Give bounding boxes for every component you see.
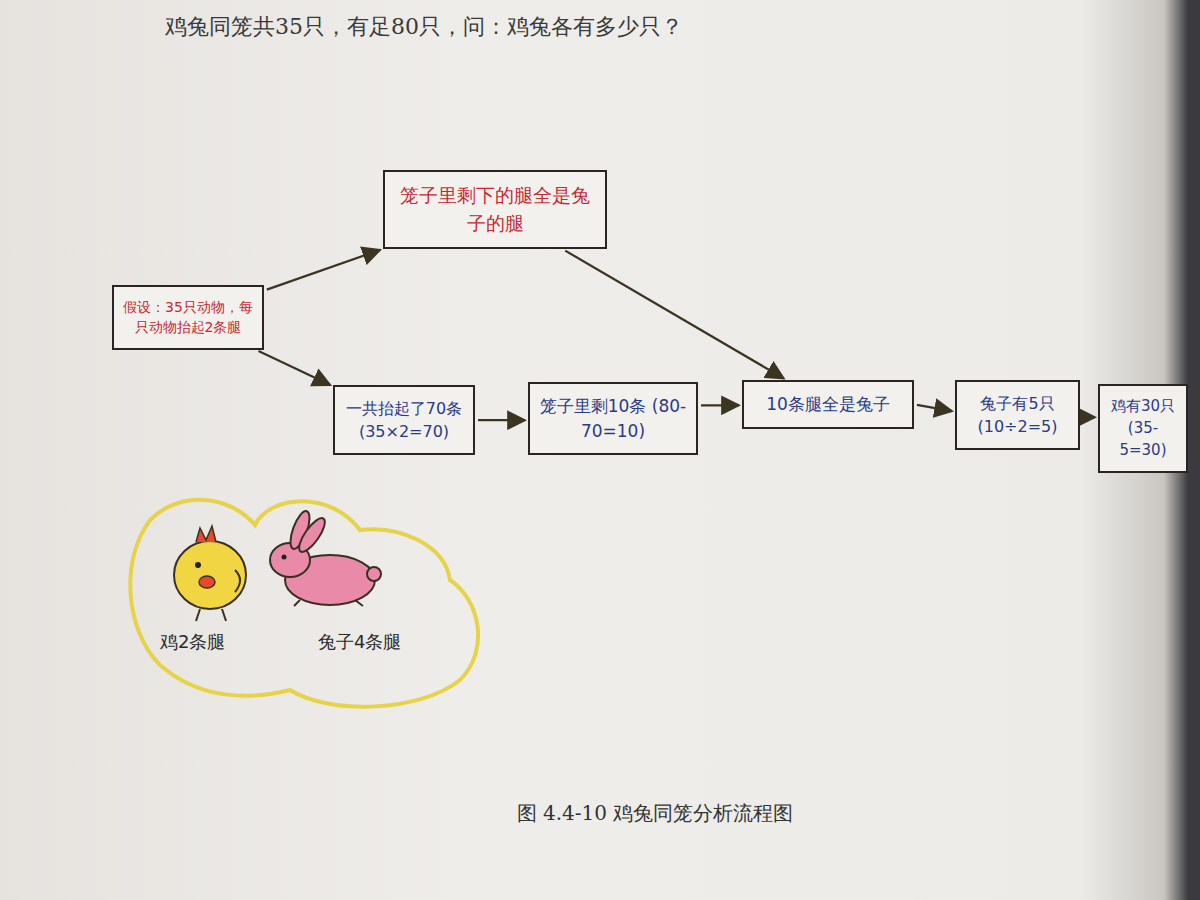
box-text: 10条腿全是兔子 xyxy=(766,392,890,417)
chick-drawing xyxy=(174,526,246,621)
rabbit-drawing xyxy=(270,509,381,606)
box-text: 一共抬起了70条 (35×2=70) xyxy=(343,397,465,443)
box-text: 兔子有5只 (10÷2=5) xyxy=(965,392,1070,438)
process-box: 鸡有30只 (35-5=30) xyxy=(1098,384,1188,473)
box-text: 笼子里剩10条 (80-70=10) xyxy=(538,394,688,443)
problem-title: 鸡兔同笼共35只，有足80只，问：鸡兔各有多少只？ xyxy=(165,12,683,42)
process-box: 笼子里剩下的腿全是兔子的腿 xyxy=(383,170,607,249)
process-box: 一共抬起了70条 (35×2=70) xyxy=(333,385,475,455)
figure-caption: 图 4.4-10 鸡兔同笼分析流程图 xyxy=(0,800,1200,827)
cloud-outline xyxy=(130,500,478,707)
animal-label: 鸡2条腿 xyxy=(160,630,225,654)
flow-arrow xyxy=(917,405,952,411)
process-box: 兔子有5只 (10÷2=5) xyxy=(955,380,1080,450)
animal-label: 兔子4条腿 xyxy=(318,630,401,654)
box-text: 笼子里剩下的腿全是兔子的腿 xyxy=(393,182,597,237)
flow-arrow xyxy=(565,251,784,379)
flow-arrow xyxy=(259,351,331,385)
flow-arrow xyxy=(1083,416,1095,418)
flow-arrow xyxy=(267,250,380,290)
box-text: 假设：35只动物，每只动物抬起2条腿 xyxy=(122,297,254,338)
process-box: 假设：35只动物，每只动物抬起2条腿 xyxy=(112,285,264,350)
flow-arrow xyxy=(478,419,525,421)
box-text: 鸡有30只 (35-5=30) xyxy=(1108,396,1178,461)
flow-arrow xyxy=(701,404,739,406)
process-box: 笼子里剩10条 (80-70=10) xyxy=(528,382,698,455)
process-box: 10条腿全是兔子 xyxy=(742,380,914,429)
